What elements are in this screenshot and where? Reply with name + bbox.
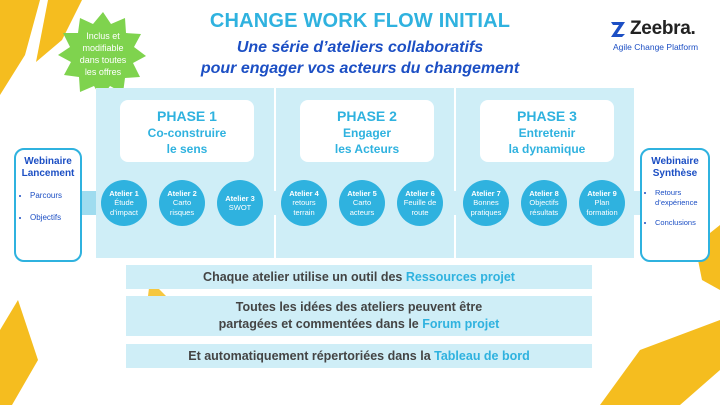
webinaire-synthese-list: Retours d’expérience Conclusions — [642, 188, 708, 228]
subtitle-line-1: Une série d’ateliers collaboratifs — [236, 39, 484, 56]
atelier-label: Étude — [114, 198, 134, 208]
atelier-number: Atelier 3 — [225, 193, 255, 203]
phase-1-desc-1: Co-construire — [147, 126, 227, 140]
atelier-label: Feuille de — [403, 198, 437, 208]
zeebra-logo: Zeebra. Agile Change Platform — [610, 18, 714, 54]
phase-3-panel: PHASE 3 Entretenir la dynamique — [456, 88, 634, 258]
atelier-1[interactable]: Atelier 1 Étude d’impact — [101, 180, 147, 226]
webinaire-title-line: Synthèse — [652, 168, 698, 179]
list-item: Parcours — [30, 190, 80, 202]
atelier-number: Atelier 9 — [587, 188, 617, 198]
phase-2-card: PHASE 2 Engager les Acteurs — [300, 100, 434, 162]
ressources-projet-link[interactable]: Ressources projet — [405, 270, 515, 284]
atelier-label: résultats — [529, 207, 559, 217]
yellow-stripe-bottom-left — [0, 300, 38, 405]
bar-text-line-2: partagées et commentées dans le Forum pr… — [126, 316, 592, 333]
page-title: CHANGE WORK FLOW INITIAL — [209, 10, 511, 32]
yellow-stripe-top-left — [0, 0, 40, 95]
atelier-label: risques — [169, 207, 195, 217]
phase-1-card: PHASE 1 Co-construire le sens — [120, 100, 254, 162]
forum-projet-link[interactable]: Forum projet — [422, 317, 500, 331]
atelier-5[interactable]: Atelier 5 Carto acteurs — [339, 180, 385, 226]
atelier-label: d’impact — [110, 207, 138, 217]
phase-1-panel: PHASE 1 Co-construire le sens — [96, 88, 274, 258]
page-subtitle: Une série d’ateliers collaboratifs pour … — [140, 37, 580, 79]
zeebra-logo-icon — [611, 22, 625, 37]
webinaire-title-line: Lancement — [21, 168, 75, 179]
list-item: Retours d’expérience — [655, 188, 708, 208]
info-bar-ressources: Chaque atelier utilise un outil des Ress… — [126, 265, 592, 289]
atelier-number: Atelier 6 — [405, 188, 435, 198]
atelier-label: Bonnes — [473, 198, 499, 208]
logo-tagline: Agile Change Platform — [613, 42, 699, 52]
atelier-label: Plan — [594, 198, 610, 208]
atelier-7[interactable]: Atelier 7 Bonnes pratiques — [463, 180, 509, 226]
badge-line: Inclus et — [86, 31, 120, 41]
bar-text: partagées et commentées dans le — [218, 317, 423, 331]
webinaire-lancement-title: Webinaire Lancement — [16, 156, 80, 180]
badge-line: modifiable — [82, 43, 124, 53]
info-bar-tableau: Et automatiquement répertoriées dans la … — [126, 344, 592, 368]
bar-text: Et automatiquement répertoriées dans la — [188, 349, 435, 363]
phase-3-desc-2: la dynamique — [508, 142, 586, 156]
badge-line: les offres — [84, 67, 122, 77]
webinaire-title-line: Webinaire — [651, 156, 699, 167]
atelier-8[interactable]: Atelier 8 Objectifs résultats — [521, 180, 567, 226]
atelier-label: Objectifs — [529, 198, 559, 208]
phase-2-name: PHASE 2 — [337, 108, 397, 124]
atelier-number: Atelier 2 — [167, 188, 197, 198]
atelier-number: Atelier 7 — [471, 188, 501, 198]
atelier-label: Carto — [352, 198, 372, 208]
atelier-6[interactable]: Atelier 6 Feuille de route — [397, 180, 443, 226]
phase-1-desc-2: le sens — [166, 142, 208, 156]
atelier-4[interactable]: Atelier 4 retours terrain — [281, 180, 327, 226]
atelier-number: Atelier 1 — [109, 188, 139, 198]
subtitle-line-2: pour engager vos acteurs du changement — [200, 60, 520, 77]
bar-text: Toutes les idées des ateliers peuvent êt… — [235, 300, 483, 314]
atelier-label: formation — [586, 207, 618, 217]
offer-badge: Inclus et modifiable dans toutes les off… — [62, 30, 144, 78]
phase-3-desc-1: Entretenir — [518, 126, 576, 140]
atelier-number: Atelier 5 — [347, 188, 377, 198]
webinaire-synthese-card[interactable]: Webinaire Synthèse Retours d’expérience … — [640, 148, 710, 262]
yellow-stripe-top-left-2 — [36, 0, 82, 62]
atelier-9[interactable]: Atelier 9 Plan formation — [579, 180, 625, 226]
atelier-label: Carto — [172, 198, 192, 208]
atelier-number: Atelier 8 — [529, 188, 559, 198]
atelier-label: acteurs — [349, 207, 375, 217]
webinaire-lancement-list: Parcours Objectifs — [16, 190, 80, 224]
atelier-number: Atelier 4 — [289, 188, 319, 198]
yellow-stripe-bottom-right — [600, 320, 720, 405]
atelier-label: terrain — [293, 207, 315, 217]
phase-3-name: PHASE 3 — [517, 108, 577, 124]
atelier-3[interactable]: Atelier 3 SWOT — [217, 180, 263, 226]
atelier-label: retours — [292, 198, 316, 208]
webinaire-lancement-card[interactable]: Webinaire Lancement Parcours Objectifs — [14, 148, 82, 262]
badge-starburst — [58, 12, 146, 98]
phase-2-panel: PHASE 2 Engager les Acteurs — [276, 88, 454, 258]
list-item: Conclusions — [655, 218, 708, 228]
webinaire-synthese-title: Webinaire Synthèse — [642, 156, 708, 180]
webinaire-title-line: Webinaire — [24, 156, 72, 167]
tableau-de-bord-link[interactable]: Tableau de bord — [434, 349, 530, 363]
phase-1-name: PHASE 1 — [157, 108, 217, 124]
phase-2-desc-1: Engager — [342, 126, 391, 140]
badge-line: dans toutes — [79, 55, 127, 65]
list-item: Objectifs — [30, 212, 80, 224]
phase-2-desc-2: les Acteurs — [334, 142, 400, 156]
info-bar-forum: Toutes les idées des ateliers peuvent êt… — [126, 296, 592, 336]
atelier-label: SWOT — [228, 203, 252, 212]
bar-text: Chaque atelier utilise un outil des — [203, 270, 406, 284]
phase-3-card: PHASE 3 Entretenir la dynamique — [480, 100, 614, 162]
logo-name: Zeebra. — [630, 18, 696, 39]
atelier-label: route — [411, 207, 429, 217]
atelier-label: pratiques — [470, 207, 502, 217]
atelier-2[interactable]: Atelier 2 Carto risques — [159, 180, 205, 226]
